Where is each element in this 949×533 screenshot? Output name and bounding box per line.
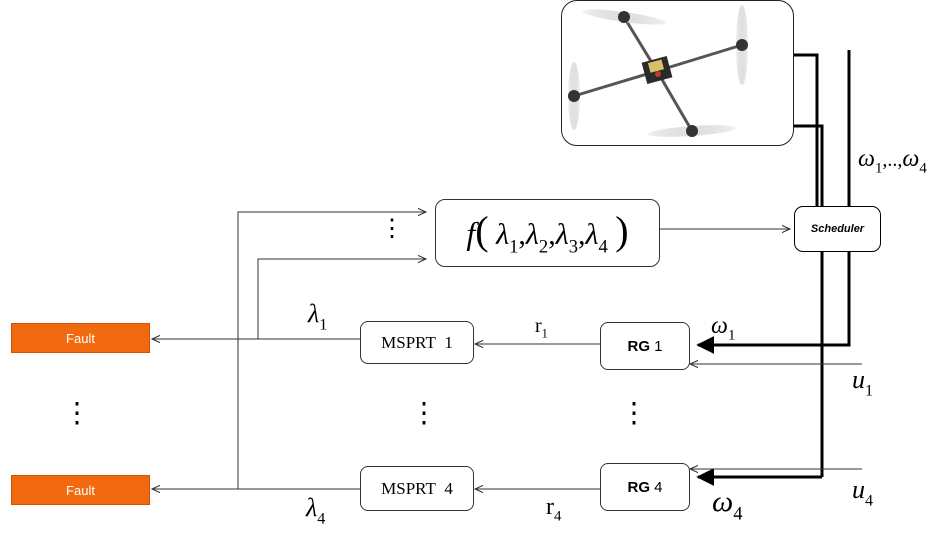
- aggregation-function-box: f( λ1,λ2,λ3,λ4 ): [435, 199, 660, 267]
- lambda4-feedback-line: [237, 212, 426, 489]
- thick-line-drone-to-rg1: [696, 50, 851, 354]
- fault-1-indicator: Fault: [11, 323, 150, 353]
- u-4-label: u4: [852, 475, 874, 510]
- msprt-1-label: MSPRT 1: [381, 332, 453, 352]
- rg-4-box: RG 4: [600, 463, 690, 511]
- rg-1-label: RG 1: [627, 337, 663, 355]
- ellipsis-rg: ⋮: [620, 398, 648, 429]
- ellipsis-fault: ⋮: [63, 398, 91, 429]
- msprt-1-box: MSPRT 1: [360, 321, 474, 364]
- u-1-label: u1: [852, 365, 874, 400]
- msprt-4-label: MSPRT 4: [381, 478, 453, 498]
- ellipsis-feedback: ⋮: [380, 216, 404, 242]
- scheduler-box: Scheduler: [794, 206, 881, 252]
- lambda1-feedback-line: [257, 259, 426, 339]
- r-1-label: r1: [535, 315, 548, 341]
- thick-line-drone-to-rg4: [793, 124, 824, 477]
- msprt-4-box: MSPRT 4: [360, 466, 474, 511]
- quadrotor-image-box: [561, 0, 794, 146]
- r-4-label: r4: [546, 494, 562, 525]
- fault-4-indicator: Fault: [11, 475, 150, 505]
- thick-line-drone-to-scheduler: [793, 53, 819, 206]
- lambda-1-label: λ1: [308, 299, 328, 334]
- ellipsis-msprt: ⋮: [410, 398, 438, 429]
- omega-range-label: ω1,..,ω4: [858, 146, 927, 177]
- function-expression: f( λ1,λ2,λ3,λ4 ): [466, 208, 629, 258]
- omega-4-label: ω4: [712, 485, 743, 525]
- scheduler-label: Scheduler: [810, 223, 865, 235]
- rg-1-box: RG 1: [600, 322, 690, 370]
- rg-4-label: RG 4: [627, 478, 663, 496]
- omega-1-label: ω1: [711, 313, 736, 344]
- lambda-4-label: λ4: [306, 493, 326, 528]
- quadrotor-drone-icon: [568, 5, 748, 137]
